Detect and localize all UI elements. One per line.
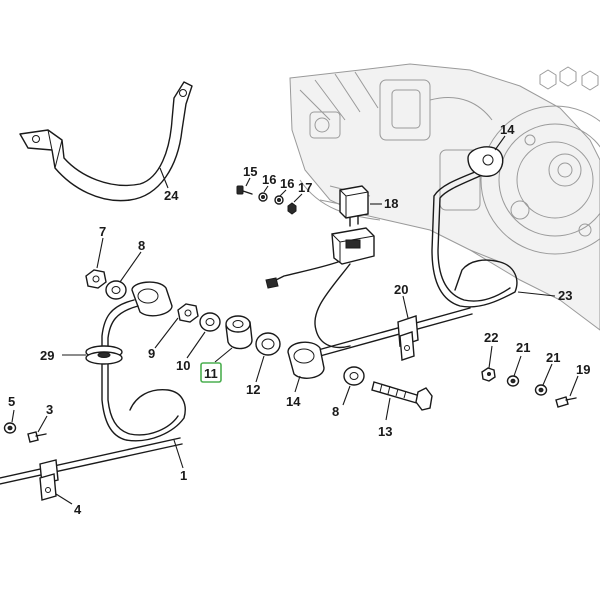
callout-7: 7 <box>99 224 106 239</box>
part-23-cable-to-starter <box>431 146 518 308</box>
callout-11[interactable]: 11 <box>204 366 218 381</box>
callout-19: 19 <box>576 362 590 377</box>
callout-10: 10 <box>176 358 190 373</box>
callout-14b: 14 <box>286 394 301 409</box>
callout-18: 18 <box>384 196 398 211</box>
callout-22: 22 <box>484 330 498 345</box>
part-18-relay <box>265 185 375 349</box>
parts-19-22-hardware <box>481 367 577 408</box>
callout-11-highlight-box <box>200 362 222 383</box>
callout-14a: 14 <box>500 122 515 137</box>
part-4-clamp <box>39 459 59 501</box>
callout-17: 17 <box>298 180 312 195</box>
callout-21b: 21 <box>546 350 560 365</box>
callout-9: 9 <box>148 346 155 361</box>
engine-block-background <box>289 63 600 331</box>
callout-12: 12 <box>246 382 260 397</box>
callout-24: 24 <box>164 188 179 203</box>
part-13-bolt <box>371 381 433 411</box>
callout-13: 13 <box>378 424 392 439</box>
callout-16a: 16 <box>262 172 276 187</box>
callout-8a: 8 <box>138 238 145 253</box>
callout-21a: 21 <box>516 340 530 355</box>
callout-3: 3 <box>46 402 53 417</box>
part-12-spacer <box>255 332 281 356</box>
callout-8b: 8 <box>332 404 339 419</box>
callout-29: 29 <box>40 348 54 363</box>
part-8-washer-center <box>343 366 365 386</box>
callout-labels: 24 15 16 16 17 18 14 7 8 20 23 29 9 10 1… <box>8 122 590 517</box>
part-9-nut <box>177 303 199 323</box>
parts-3-5-hardware <box>3 422 47 443</box>
callout-1: 1 <box>180 468 187 483</box>
callout-4: 4 <box>74 502 82 517</box>
callout-15: 15 <box>243 164 257 179</box>
callout-5: 5 <box>8 394 15 409</box>
callout-20: 20 <box>394 282 408 297</box>
part-11-bushing <box>225 315 253 350</box>
part-24-mounting-strap <box>19 81 193 202</box>
parts-7-8-nut-washer <box>85 269 127 300</box>
parts-15-17-screw-set <box>236 185 297 215</box>
part-20-cable-clamp <box>317 307 473 361</box>
callout-16b: 16 <box>280 176 294 191</box>
part-1-battery-cable <box>0 281 186 485</box>
part-29-grommet <box>85 345 123 365</box>
part-10-washer <box>199 312 221 332</box>
callout-23: 23 <box>558 288 572 303</box>
part-14-terminal-boot <box>287 341 325 379</box>
leader-lines <box>11 135 579 505</box>
